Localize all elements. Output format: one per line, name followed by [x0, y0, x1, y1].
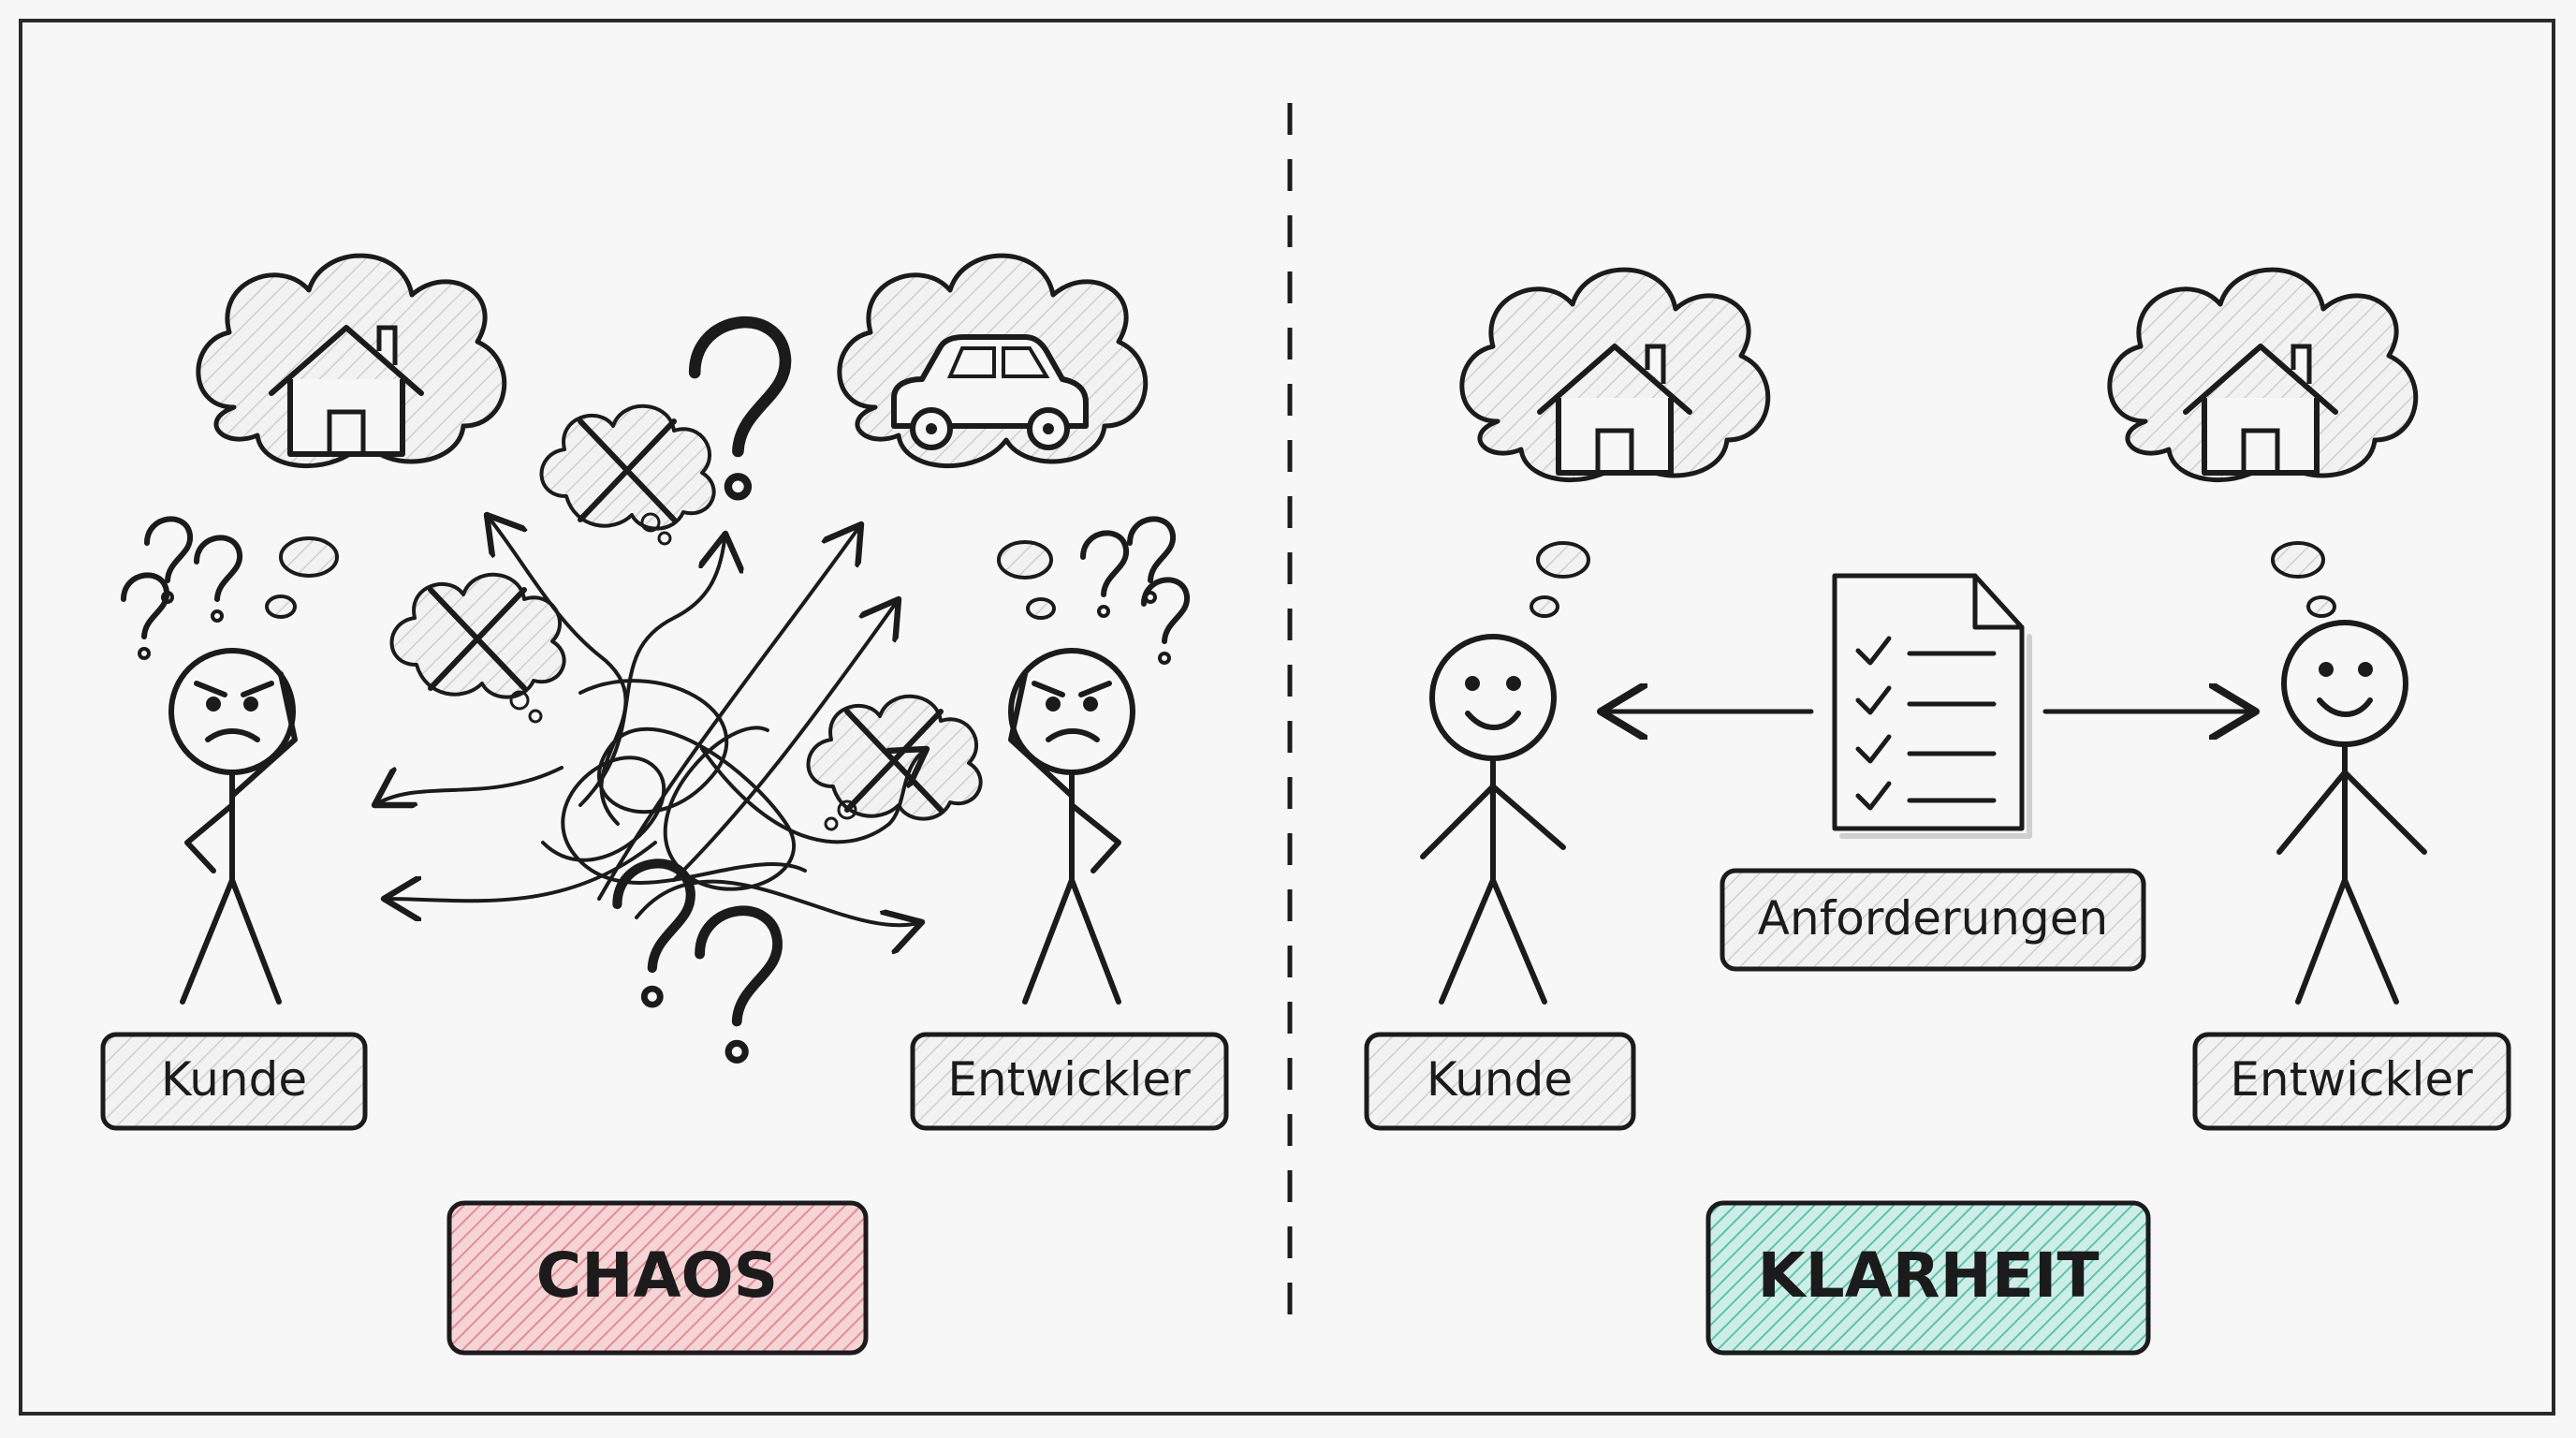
- customer-label-box-right: Kunde: [1364, 1032, 1636, 1131]
- clarity-panel: Anforderungen Kunde Entwickler KLARHEIT: [1364, 270, 2511, 1356]
- tangle-knot: [541, 679, 807, 891]
- developer-label: Entwickler: [947, 1052, 1191, 1107]
- requirements-label-box: Anforderungen: [1720, 868, 2146, 972]
- customer-label-box: Kunde: [100, 1032, 368, 1131]
- crossed-out-cloud-top: [541, 406, 713, 546]
- chaos-panel: Kunde Entwickler CHAOS: [100, 256, 1229, 1356]
- customer-confusion-question-marks: [124, 519, 240, 658]
- developer-label-box: Entwickler: [910, 1032, 1229, 1131]
- developer-label-right: Entwickler: [2230, 1052, 2473, 1107]
- chaos-banner: CHAOS: [446, 1200, 869, 1356]
- crossed-out-cloud-right: [808, 697, 980, 831]
- developer-stick-figure-happy: [2276, 620, 2427, 1005]
- customer-stick-figure-happy: [1420, 634, 1566, 1005]
- clarity-title: KLARHEIT: [1758, 1240, 2100, 1312]
- developer-label-box-right: Entwickler: [2192, 1032, 2511, 1131]
- requirements-label: Anforderungen: [1758, 891, 2108, 946]
- clarity-banner: KLARHEIT: [1705, 1200, 2151, 1356]
- developer-stick-figure-frustrated: [1008, 648, 1135, 1005]
- developer-confusion-question-marks: [1083, 519, 1187, 663]
- chaos-title: CHAOS: [536, 1240, 778, 1312]
- customer-thought-cloud: [198, 256, 505, 619]
- crossed-out-cloud-left: [391, 575, 564, 724]
- customer-stick-figure-frustrated: [168, 648, 298, 1005]
- developer-thought-cloud-right: [2110, 270, 2416, 618]
- tangled-communication-arrows: [374, 515, 927, 925]
- customer-label-right: Kunde: [1427, 1052, 1573, 1107]
- checklist-document-icon: [1832, 573, 2032, 839]
- customer-thought-cloud-right: [1462, 270, 1768, 618]
- customer-label: Kunde: [161, 1052, 307, 1107]
- outer-frame: [19, 19, 2555, 1416]
- developer-thought-cloud: [840, 256, 1146, 620]
